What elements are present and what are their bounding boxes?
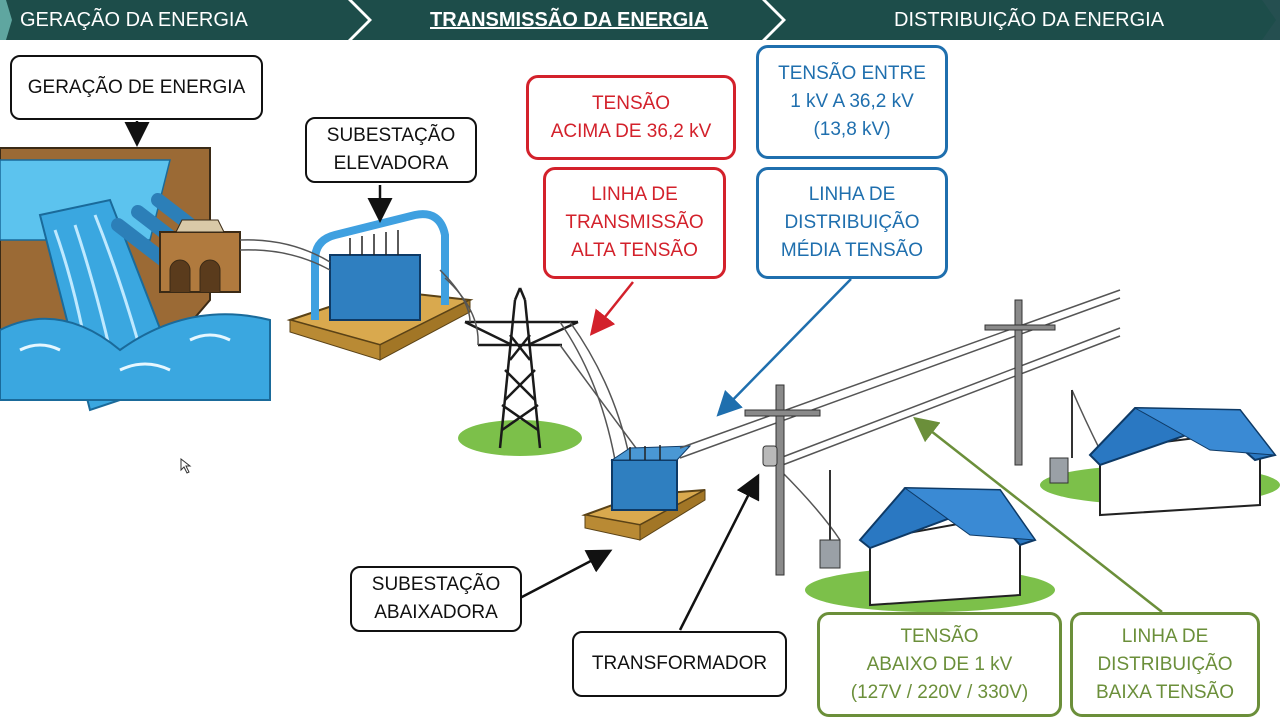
step-up-substation [286, 210, 474, 361]
label-line: ALTA TENSÃO [571, 240, 698, 261]
mouse-cursor-icon [180, 458, 192, 474]
label-geracao-energia: GERAÇÃO DE ENERGIA [10, 55, 263, 120]
label-line: SUBESTAÇÃO [326, 125, 456, 146]
label-line: MÉDIA TENSÃO [780, 240, 924, 261]
utility-pole-transformer [744, 384, 821, 576]
label-linha-transmissao: LINHA DE TRANSMISSÃO ALTA TENSÃO [543, 167, 726, 279]
label-linha-media-tensao: LINHA DE DISTRIBUIÇÃO MÉDIA TENSÃO [756, 167, 948, 279]
label-transformador: TRANSFORMADOR [572, 631, 787, 697]
label-tensao-media: TENSÃO ENTRE 1 kV A 36,2 kV (13,8 kV) [756, 45, 948, 159]
label-line: TENSÃO [591, 92, 671, 114]
hydroelectric-dam [0, 147, 271, 412]
label-linha-baixa-tensao: LINHA DE DISTRIBUIÇÃO BAIXA TENSÃO [1070, 612, 1260, 717]
label-line: ELEVADORA [333, 153, 449, 174]
transmission-lines [239, 239, 646, 461]
label-line: DISTRIBUIÇÃO [784, 212, 920, 233]
house-far [1040, 390, 1280, 517]
label-line: SUBESTAÇÃO [371, 574, 501, 595]
step-down-substation [581, 445, 706, 541]
label-tensao-baixa: TENSÃO ABAIXO DE 1 kV (127V / 220V / 330… [817, 612, 1062, 717]
label-line: BAIXA TENSÃO [1096, 681, 1234, 703]
label-tensao-alta: TENSÃO ACIMA DE 36,2 kV [526, 75, 736, 160]
label-line: LINHA DE [591, 184, 678, 205]
label-geracao-text: GERAÇÃO DE ENERGIA [27, 76, 246, 98]
label-line: (13,8 kV) [813, 119, 891, 140]
label-line: ABAIXO DE 1 kV [866, 653, 1013, 675]
label-line: LINHA DE [1121, 625, 1209, 647]
label-line: TENSÃO [900, 625, 979, 647]
label-line: ABAIXADORA [374, 602, 498, 623]
label-line: TRANSMISSÃO [565, 212, 704, 233]
label-subestacao-elevadora: SUBESTAÇÃO ELEVADORA [305, 117, 477, 183]
breadcrumb-background [0, 0, 1280, 40]
process-breadcrumb: GERAÇÃO DA ENERGIA TRANSMISSÃO DA ENERGI… [0, 0, 1280, 40]
label-line: (127V / 220V / 330V) [850, 681, 1029, 703]
label-line: DISTRIBUIÇÃO [1097, 653, 1233, 675]
house-near [805, 470, 1055, 612]
label-line: ACIMA DE 36,2 kV [550, 120, 712, 142]
label-subestacao-abaixadora: SUBESTAÇÃO ABAIXADORA [350, 566, 522, 632]
label-transformador-text: TRANSFORMADOR [591, 653, 768, 674]
callout-arrows [124, 121, 1163, 631]
tab-geracao[interactable]: GERAÇÃO DA ENERGIA [20, 9, 248, 31]
utility-pole-far [984, 299, 1056, 466]
tab-distribuicao[interactable]: DISTRIBUIÇÃO DA ENERGIA [894, 9, 1165, 31]
label-line: TENSÃO ENTRE [778, 63, 926, 84]
label-line: LINHA DE [808, 184, 896, 205]
transmission-tower [458, 287, 582, 456]
tab-transmissao[interactable]: TRANSMISSÃO DA ENERGIA [430, 9, 709, 31]
label-line: 1 kV A 36,2 kV [790, 91, 914, 112]
